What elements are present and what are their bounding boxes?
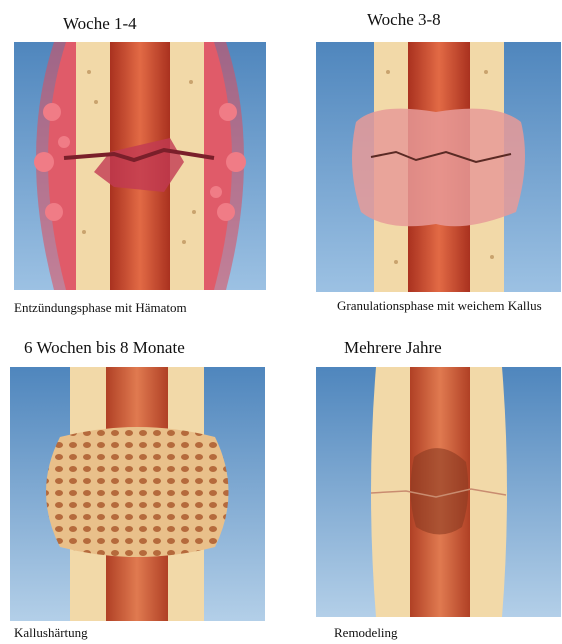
bone-remodeled-icon xyxy=(316,367,561,617)
stage-2-illustration xyxy=(316,42,561,292)
bone-hard-callus-icon xyxy=(10,367,265,621)
stage-1-heading: Woche 1-4 xyxy=(63,14,137,34)
stage-3-caption: Kallushärtung xyxy=(14,625,214,640)
stage-2-heading: Woche 3-8 xyxy=(367,10,441,30)
stage-3-illustration xyxy=(10,367,265,621)
stage-1-caption: Entzündungsphase mit Hämatom xyxy=(14,300,274,315)
bone-soft-callus-icon xyxy=(316,42,561,292)
stage-4-illustration xyxy=(316,367,561,617)
bone-fracture-hematoma-icon xyxy=(14,42,266,290)
stage-2-caption: Granulationsphase mit weichem Kallus xyxy=(337,298,559,313)
stage-4-heading: Mehrere Jahre xyxy=(344,338,442,358)
stage-1-illustration xyxy=(14,42,266,290)
stage-4-caption: Remodeling xyxy=(334,625,534,640)
stage-3-heading: 6 Wochen bis 8 Monate xyxy=(24,338,185,358)
